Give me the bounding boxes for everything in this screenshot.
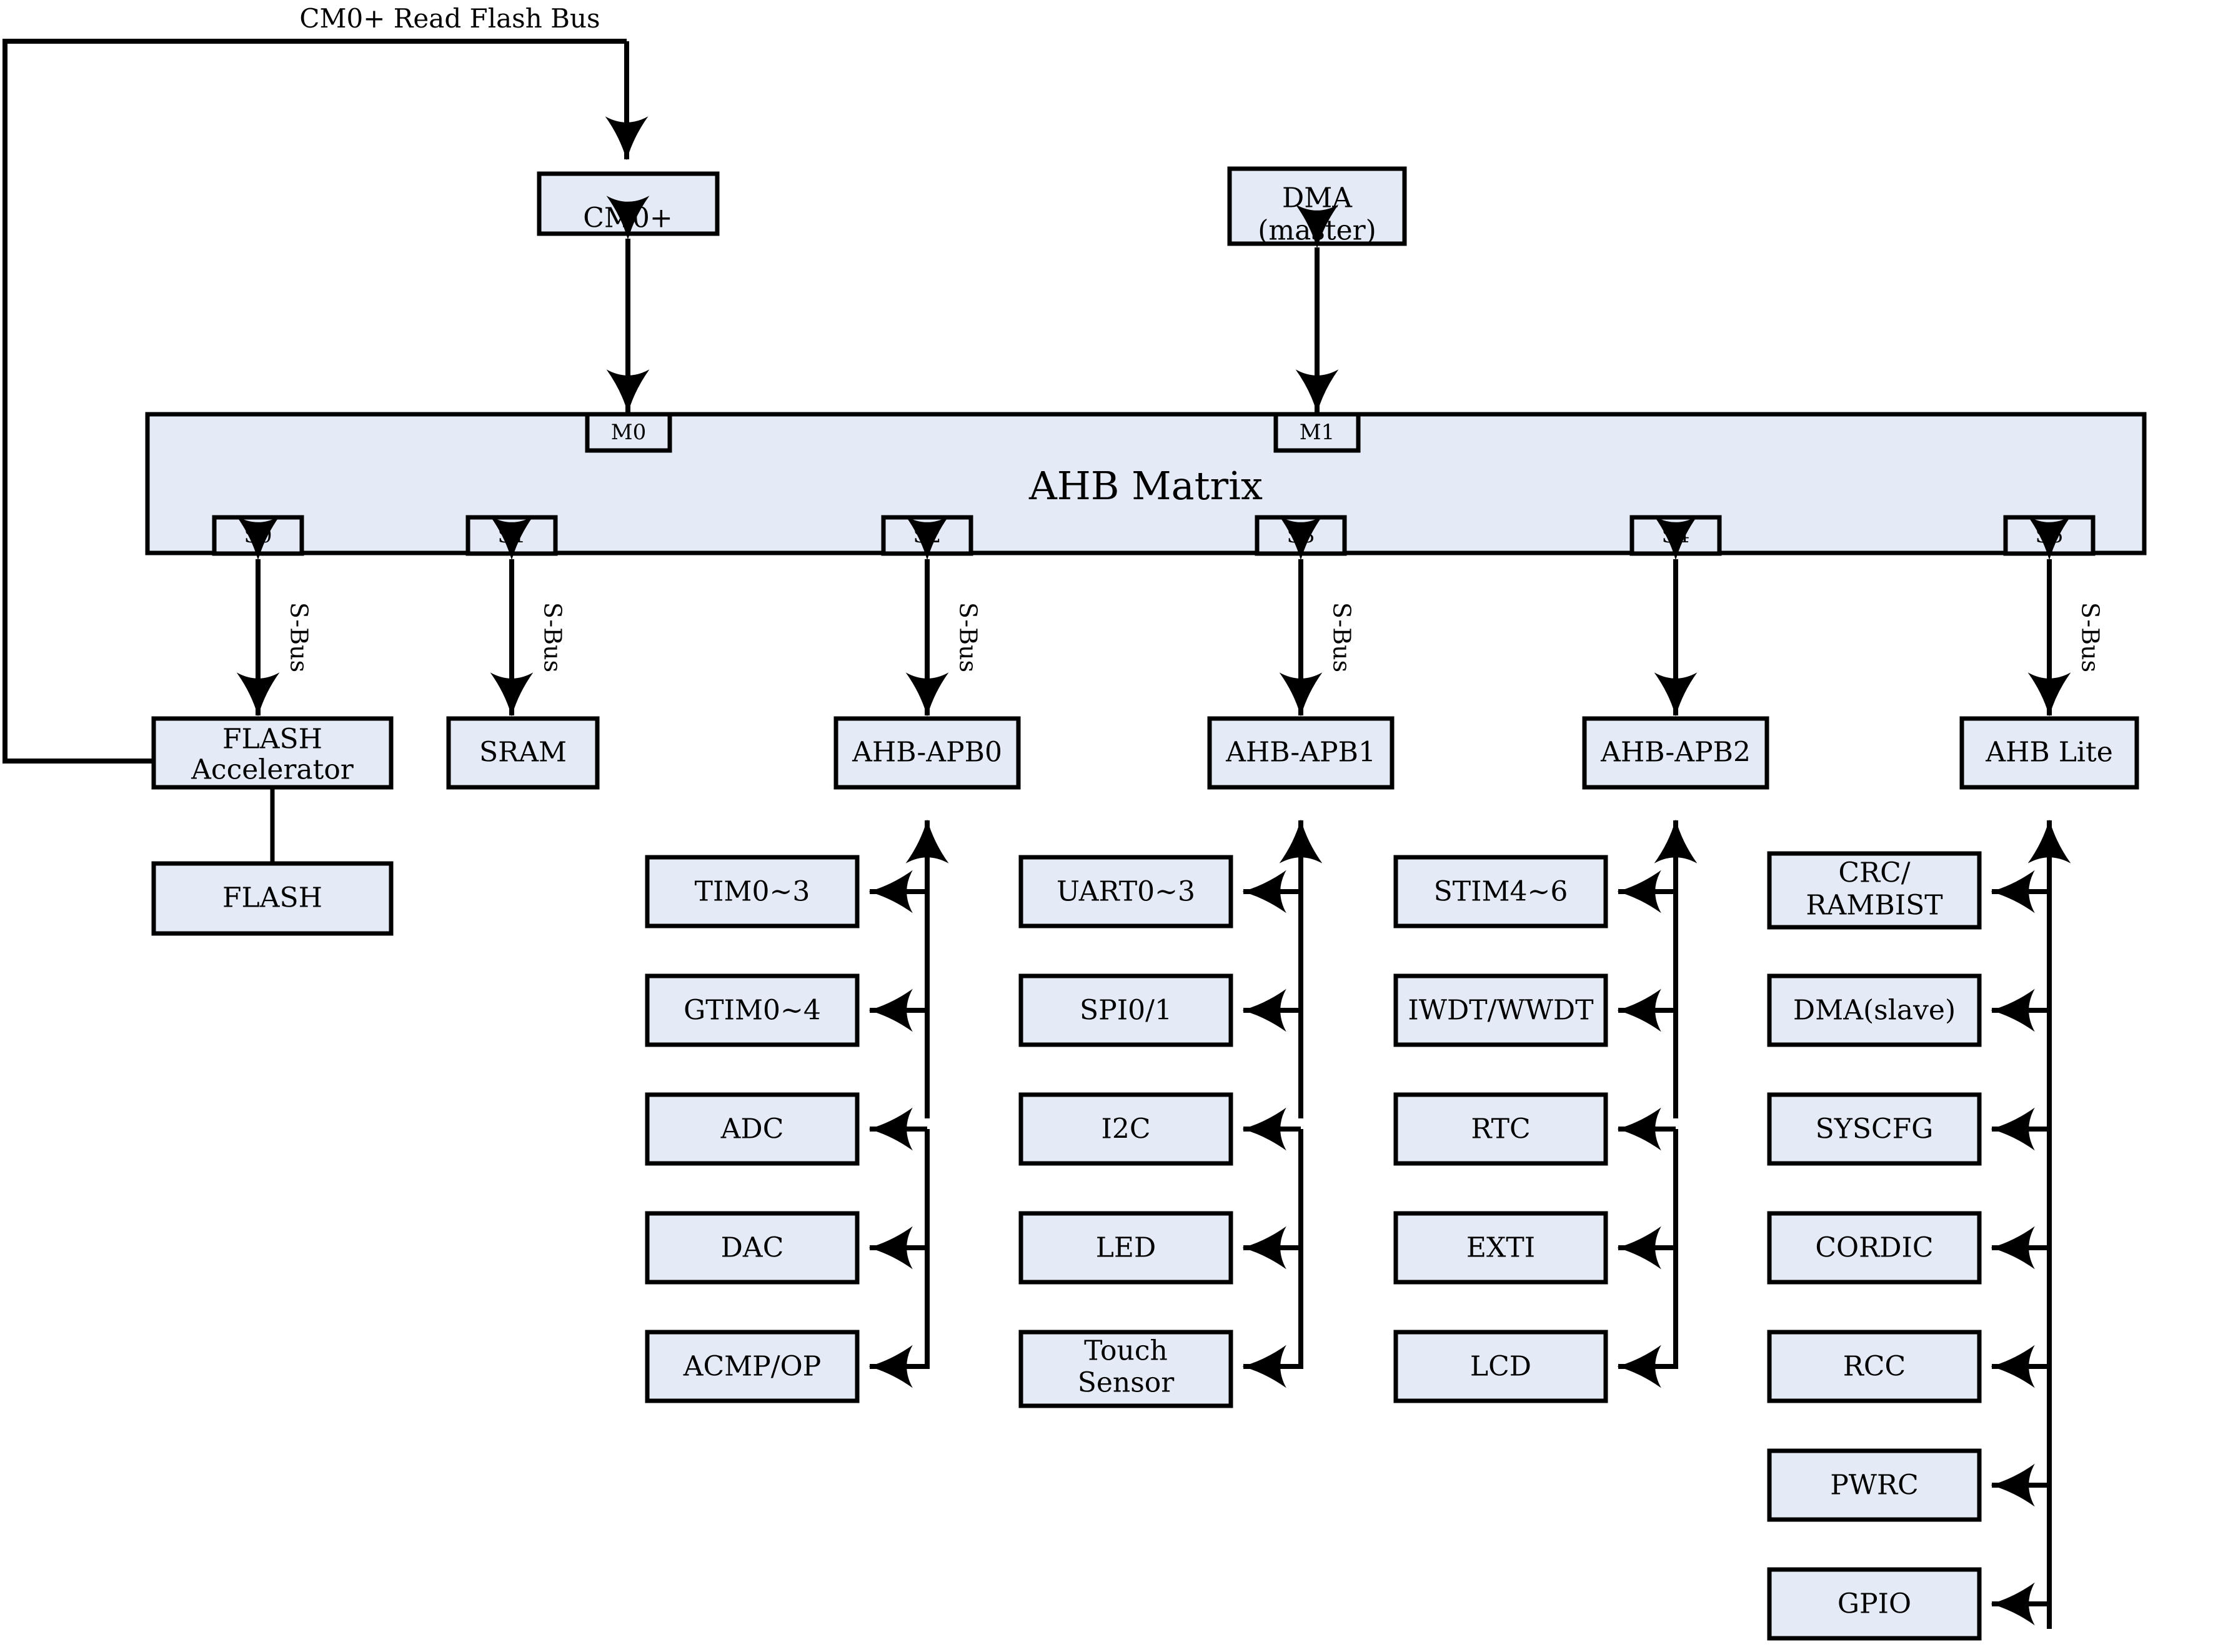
block-lcd-label: LCD: [1470, 1351, 1531, 1383]
peripheral-column-ahb-lite: CRC/ RAMBIST DMA(slave) SYSCFG CORDIC RC…: [1767, 819, 2071, 1641]
port-m1-label: M1: [1300, 420, 1335, 445]
block-gtim0-4[interactable]: [645, 973, 860, 1047]
block-crc-rambist-label-line2: RAMBIST: [1806, 890, 1942, 922]
bus-label-s3: S-Bus: [1328, 602, 1356, 672]
block-iwdt-wwdt-label: IWDT/WWDT: [1408, 995, 1593, 1027]
block-led-label: LED: [1096, 1232, 1156, 1264]
block-ahb-lite[interactable]: [1959, 716, 2139, 790]
block-ahb-apb0[interactable]: [833, 716, 1021, 790]
block-gpio-label: GPIO: [1838, 1588, 1911, 1620]
block-ahb-apb1-label: AHB-APB1: [1225, 737, 1376, 769]
port-s0-label: S0: [244, 523, 272, 548]
block-i2c-label: I2C: [1101, 1113, 1150, 1145]
block-cordic-label: CORDIC: [1815, 1232, 1933, 1264]
block-lcd[interactable]: [1393, 1330, 1608, 1403]
block-dma-master-label-line1: DMA: [1282, 182, 1353, 214]
block-acmp-op-label: ACMP/OP: [683, 1351, 822, 1383]
block-dac[interactable]: [645, 1211, 860, 1285]
block-touch-sensor[interactable]: [1018, 1330, 1233, 1408]
block-sram[interactable]: [446, 716, 600, 790]
wire-apb2-to-lcd: [1617, 1129, 1678, 1388]
block-crc-rambist[interactable]: [1767, 851, 1982, 930]
block-syscfg[interactable]: [1767, 1092, 1982, 1166]
bus-label-s5: S-Bus: [2077, 602, 2104, 672]
block-dma-slave-label: DMA(slave): [1793, 995, 1956, 1027]
block-cm0p-label: CM0+: [583, 202, 673, 234]
block-ahb-apb2[interactable]: [1582, 716, 1769, 790]
block-gtim0-4-label: GTIM0~4: [684, 995, 821, 1027]
block-spi0-1[interactable]: [1018, 973, 1233, 1047]
block-flash[interactable]: [151, 861, 394, 936]
bus-label-s2: S-Bus: [955, 602, 982, 672]
block-rtc[interactable]: [1393, 1092, 1608, 1166]
block-cordic[interactable]: [1767, 1211, 1982, 1285]
block-adc-label: ADC: [720, 1113, 784, 1145]
port-s3-label: S3: [1287, 523, 1315, 548]
block-rcc-label: RCC: [1843, 1351, 1906, 1383]
port-s2-label: S2: [913, 523, 942, 548]
block-uart0-3-label: UART0~3: [1057, 876, 1195, 908]
block-i2c[interactable]: [1018, 1092, 1233, 1166]
block-flash-label: FLASH: [222, 882, 322, 914]
block-adc[interactable]: [645, 1092, 860, 1166]
wire-apb0-to-acmp-op: [868, 1129, 930, 1388]
block-flash-accelerator-label-line1: FLASH: [222, 724, 322, 755]
bus-label-s1: S-Bus: [539, 602, 567, 672]
block-flash-accelerator-label-line2: Accelerator: [191, 754, 354, 786]
block-sram-label: SRAM: [479, 737, 567, 769]
block-rcc[interactable]: [1767, 1330, 1982, 1403]
bus-label-s0: S-Bus: [286, 602, 313, 672]
port-s4-label: S4: [1662, 523, 1690, 548]
block-acmp-op[interactable]: [645, 1330, 860, 1403]
block-spi0-1-label: SPI0/1: [1080, 995, 1172, 1027]
block-crc-rambist-label-line1: CRC/: [1838, 857, 1910, 889]
block-ahb-lite-label: AHB Lite: [1985, 737, 2112, 769]
wire-apb1-to-touch-sensor: [1242, 1129, 1303, 1388]
cm0p-read-flash-bus-wire: [2, 39, 649, 764]
port-s5-label: S5: [2036, 523, 2064, 548]
block-uart0-3[interactable]: [1018, 855, 1233, 928]
block-gpio[interactable]: [1767, 1567, 1982, 1641]
block-iwdt-wwdt[interactable]: [1393, 973, 1608, 1047]
block-dma-slave[interactable]: [1767, 973, 1982, 1047]
peripheral-column-ahb-apb1: UART0~3 SPI0/1 I2C LED Touch Sensor: [1018, 819, 1323, 1408]
block-ahb-apb1[interactable]: [1207, 716, 1395, 790]
block-ahb-matrix-label: AHB Matrix: [1028, 463, 1263, 509]
block-touch-sensor-label-line1: Touch: [1084, 1335, 1168, 1367]
block-syscfg-label: SYSCFG: [1816, 1113, 1934, 1145]
block-exti-label: EXTI: [1466, 1232, 1535, 1264]
block-exti[interactable]: [1393, 1211, 1608, 1285]
block-touch-sensor-label-line2: Sensor: [1078, 1367, 1175, 1399]
block-dma-master-label-line2: (master): [1258, 215, 1376, 247]
block-tim0-3-label: TIM0~3: [695, 876, 810, 908]
port-s1-label: S1: [498, 523, 526, 548]
block-led[interactable]: [1018, 1211, 1233, 1285]
block-tim0-3[interactable]: [645, 855, 860, 928]
port-m0-label: M0: [611, 420, 646, 445]
peripheral-column-ahb-apb2: STIM4~6 IWDT/WWDT RTC EXTI LCD: [1393, 819, 1698, 1403]
block-dac-label: DAC: [721, 1232, 784, 1264]
block-stim4-6[interactable]: [1393, 855, 1608, 928]
block-rtc-label: RTC: [1471, 1113, 1530, 1145]
port-m0[interactable]: [585, 412, 672, 453]
block-stim4-6-label: STIM4~6: [1434, 876, 1568, 908]
block-ahb-apb2-label: AHB-APB2: [1600, 737, 1751, 769]
port-m1[interactable]: [1273, 412, 1361, 453]
cm0p-read-flash-bus-label: CM0+ Read Flash Bus: [299, 3, 600, 34]
block-pwrc[interactable]: [1767, 1448, 1982, 1522]
peripheral-column-ahb-apb0: TIM0~3 GTIM0~4 ADC DAC ACMP/OP: [645, 819, 949, 1403]
block-ahb-apb0-label: AHB-APB0: [852, 737, 1002, 769]
block-pwrc-label: PWRC: [1830, 1470, 1919, 1501]
